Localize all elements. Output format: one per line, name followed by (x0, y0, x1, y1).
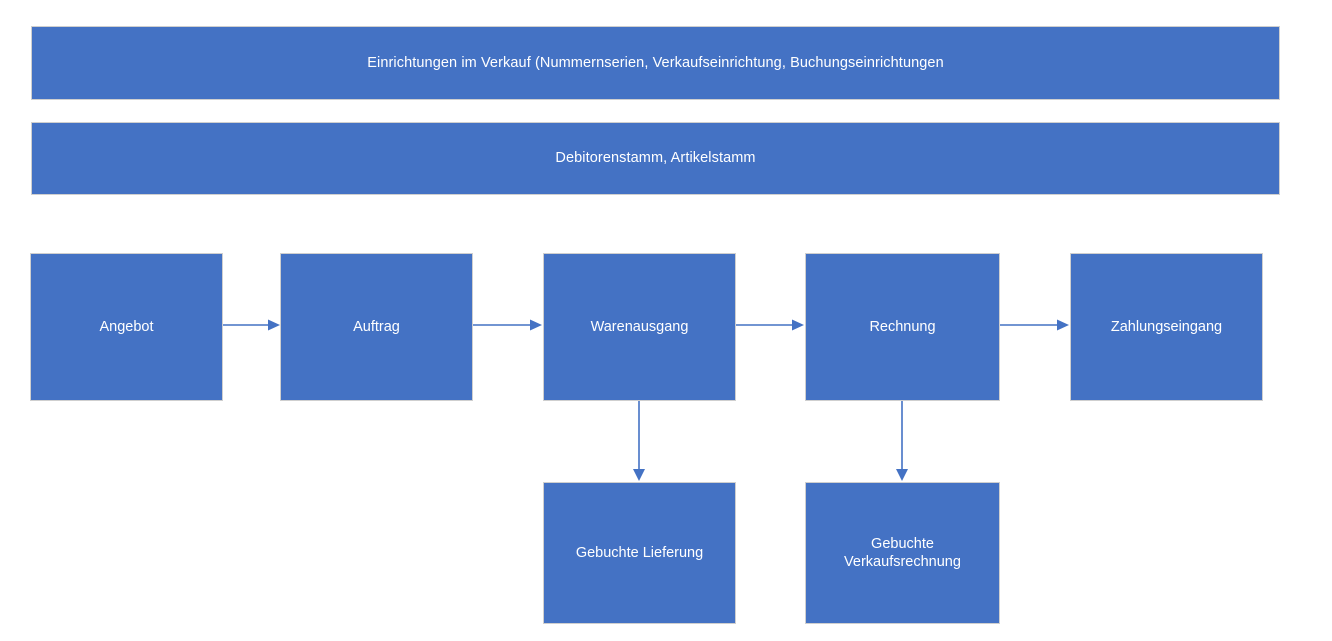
node-gebuchte-verkaufsrechnung[interactable]: Gebuchte Verkaufsrechnung (805, 482, 1000, 624)
setup-banner[interactable]: Einrichtungen im Verkauf (Nummernserien,… (31, 26, 1280, 100)
node-gebuchte-verkaufsrechnung-label: Gebuchte Verkaufsrechnung (844, 535, 961, 570)
connector-rechnung-to-zahlungseingang (1000, 315, 1070, 335)
node-auftrag[interactable]: Auftrag (280, 253, 473, 401)
setup-banner-label: Einrichtungen im Verkauf (Nummernserien,… (367, 54, 944, 71)
node-auftrag-label: Auftrag (353, 318, 400, 335)
node-rechnung[interactable]: Rechnung (805, 253, 1000, 401)
connector-warenausgang-to-gebuchte-lieferung (629, 401, 649, 482)
node-zahlungseingang-label: Zahlungseingang (1110, 318, 1223, 335)
node-gebuchte-lieferung[interactable]: Gebuchte Lieferung (543, 482, 736, 624)
node-gebuchte-lieferung-label: Gebuchte Lieferung (575, 544, 704, 561)
node-zahlungseingang[interactable]: Zahlungseingang (1070, 253, 1263, 401)
connector-warenausgang-to-rechnung (736, 315, 805, 335)
node-angebot[interactable]: Angebot (30, 253, 223, 401)
connector-auftrag-to-warenausgang (473, 315, 543, 335)
connector-rechnung-to-gebuchte-verkaufsrechnung (892, 401, 912, 482)
node-warenausgang-label: Warenausgang (590, 318, 689, 335)
master-data-banner[interactable]: Debitorenstamm, Artikelstamm (31, 122, 1280, 195)
master-data-banner-label: Debitorenstamm, Artikelstamm (555, 150, 756, 167)
connector-angebot-to-auftrag (223, 315, 281, 335)
node-warenausgang[interactable]: Warenausgang (543, 253, 736, 401)
node-angebot-label: Angebot (99, 318, 154, 335)
node-rechnung-label: Rechnung (869, 318, 936, 335)
